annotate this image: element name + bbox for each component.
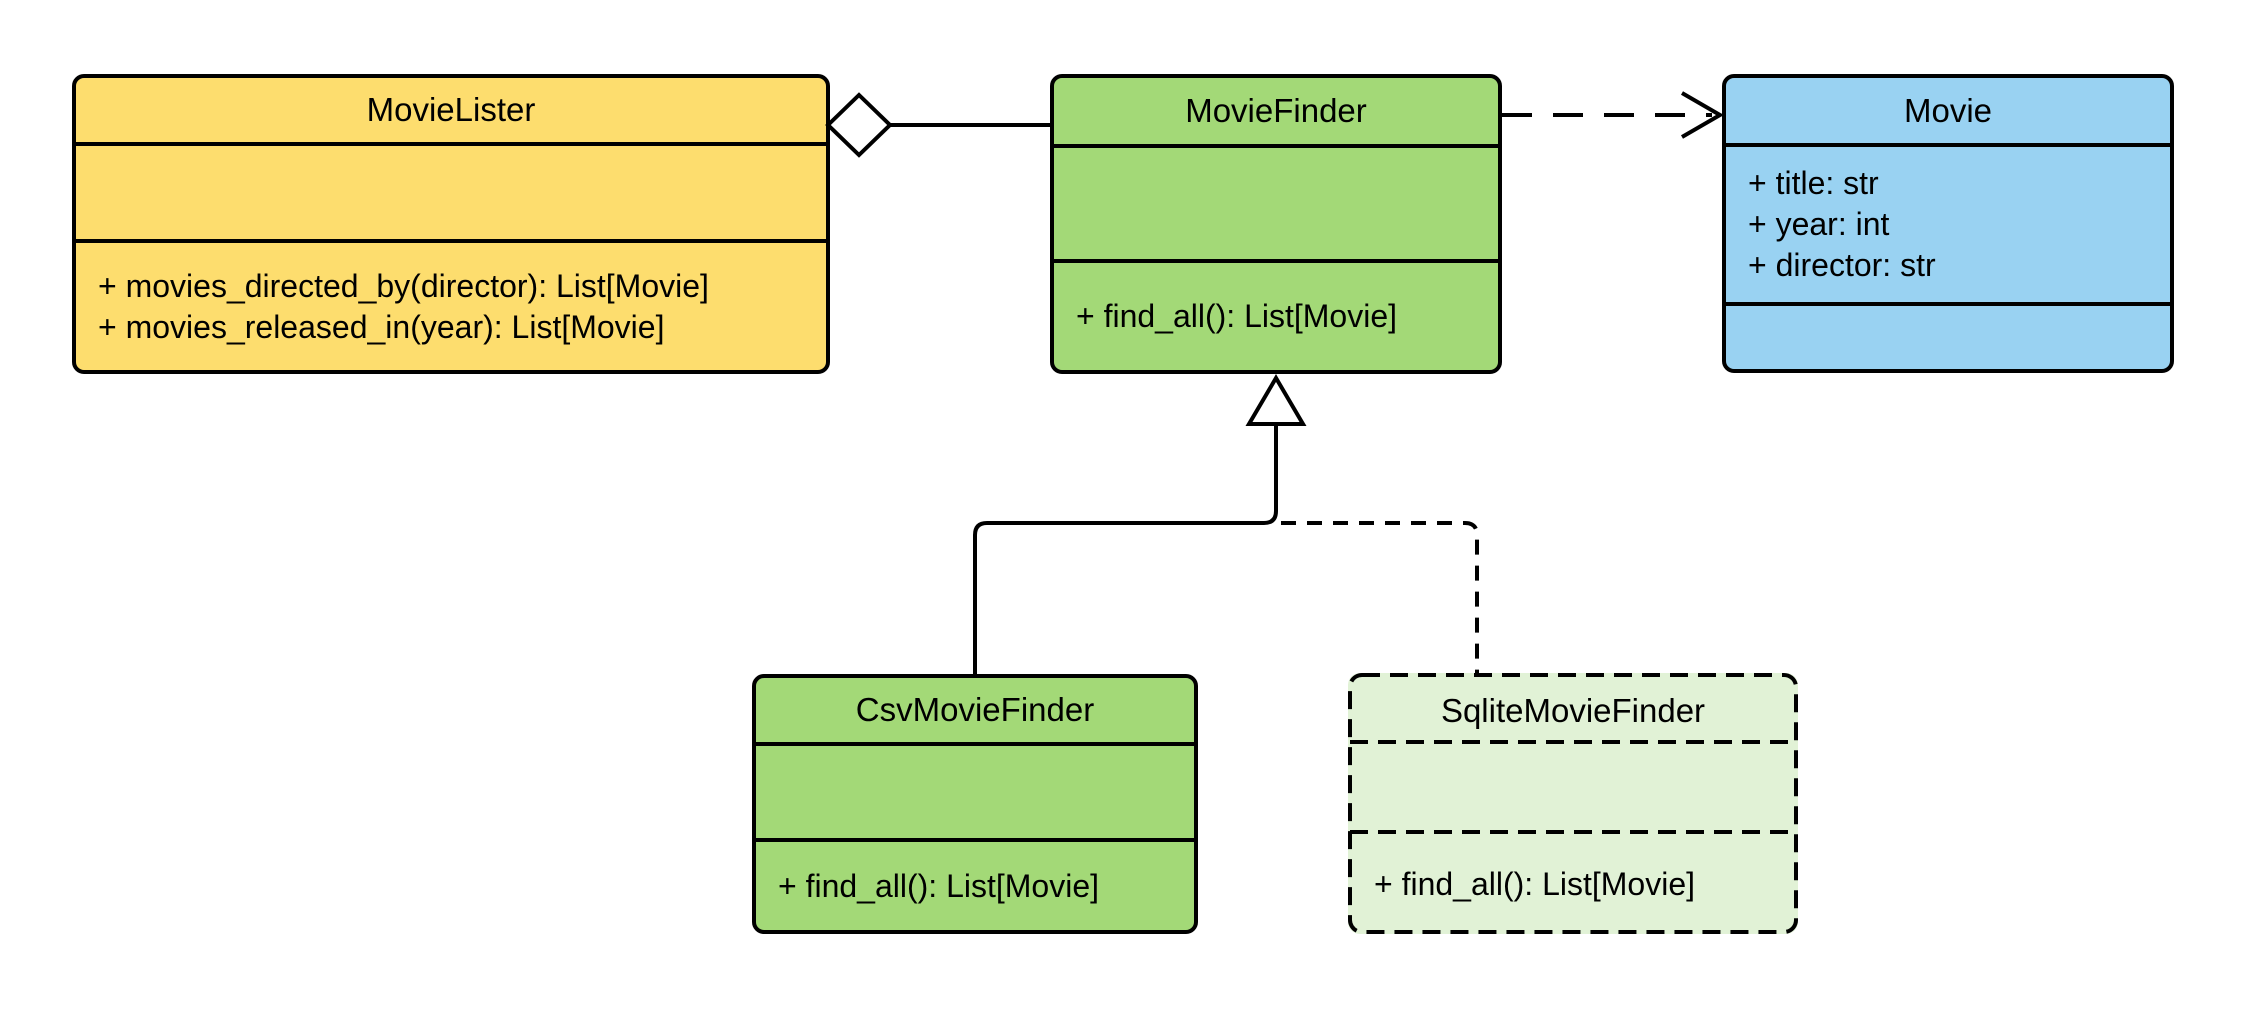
method-item: + find_all(): List[Movie]	[778, 867, 1100, 904]
attributes-section-moviefinder	[1054, 144, 1498, 259]
method-item: + find_all(): List[Movie]	[1374, 865, 1696, 902]
inheritance-dashed-line-sqlite	[1281, 521, 1479, 673]
attributes-section-movielister	[76, 142, 826, 239]
method-item: + find_all(): List[Movie]	[1076, 298, 1398, 334]
class-title-movielister: MovieLister	[366, 91, 536, 128]
methods-section-csvmoviefinder: + find_all(): List[Movie]	[756, 838, 1194, 930]
class-box-moviefinder: MovieFinder + find_all(): List[Movie]	[1050, 74, 1502, 374]
class-box-movielister: MovieLister + movies_directed_by(directo…	[72, 74, 830, 374]
inheritance-triangle-icon	[1245, 374, 1307, 426]
attributes-section-csvmoviefinder	[756, 742, 1194, 838]
aggregation-diamond-icon	[825, 92, 893, 158]
method-item: + movies_released_in(year): List[Movie]	[98, 308, 665, 345]
class-box-sqlitemoviefinder: SqliteMovieFinder + find_all(): List[Mov…	[1348, 673, 1798, 934]
attribute-item: + title: str	[1748, 165, 1879, 201]
class-box-csvmoviefinder: CsvMovieFinder + find_all(): List[Movie]	[752, 674, 1198, 934]
methods-section-movielister: + movies_directed_by(director): List[Mov…	[76, 239, 826, 370]
class-title-csvmoviefinder: CsvMovieFinder	[855, 691, 1095, 728]
attributes-section-movie: + title: str + year: int + director: str	[1726, 143, 2170, 302]
attribute-item: + year: int	[1748, 206, 1890, 242]
class-box-movie: Movie + title: str + year: int + directo…	[1722, 74, 2174, 373]
methods-section-moviefinder: + find_all(): List[Movie]	[1054, 259, 1498, 370]
methods-section-movie	[1726, 302, 2170, 369]
class-title-sqlitemoviefinder: SqliteMovieFinder	[1440, 691, 1706, 729]
attribute-item: + director: str	[1748, 247, 1936, 283]
class-title-movie: Movie	[1903, 91, 1993, 129]
attributes-section-sqlitemoviefinder	[1352, 744, 1794, 834]
method-item: + movies_directed_by(director): List[Mov…	[98, 267, 709, 304]
methods-section-sqlitemoviefinder: + find_all(): List[Movie]	[1352, 834, 1794, 930]
class-title-moviefinder: MovieFinder	[1185, 92, 1367, 129]
dependency-open-arrow-icon	[1680, 91, 1724, 139]
inheritance-line-csv	[973, 426, 1278, 674]
